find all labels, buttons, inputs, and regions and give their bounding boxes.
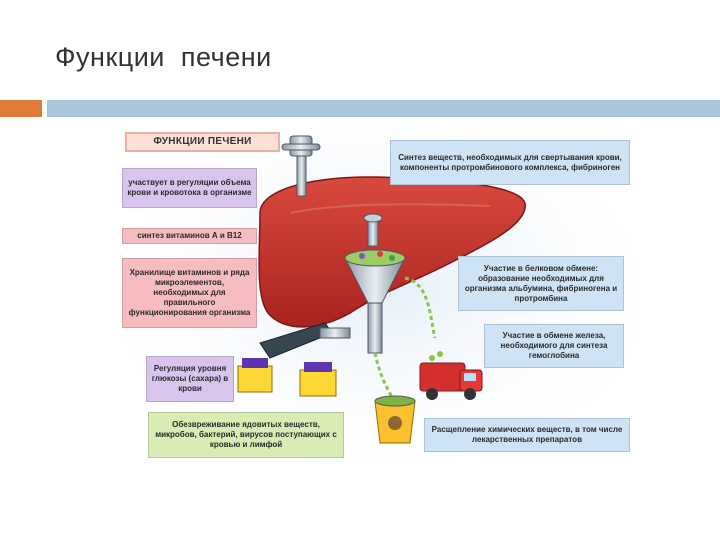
accent-bar-orange <box>0 100 42 117</box>
liver-illustration <box>120 123 640 468</box>
liver-functions-infographic: ФУНКЦИИ ПЕЧЕНИ участвует в регуляции объ… <box>110 118 640 468</box>
function-box-blood-clotting: Синтез веществ, необходимых для свертыва… <box>390 140 630 185</box>
function-box-detoxification: Обезвреживание ядовитых веществ, микробо… <box>148 412 344 458</box>
function-box-drug-breakdown: Расщепление химических веществ, в том чи… <box>424 418 630 452</box>
function-box-glucose-regulation: Регуляция уровня глюкозы (сахара) в кров… <box>146 356 234 402</box>
faucet-icon <box>281 135 321 197</box>
function-box-vitamin-storage: Хранилище витаминов и ряда микроэлементо… <box>122 258 257 328</box>
function-box-blood-regulation: участвует в регуляции объема крови и кро… <box>122 168 257 208</box>
function-box-iron-metabolism: Участие в обмене железа, необходимого дл… <box>484 324 624 368</box>
bucket-icon <box>374 395 416 444</box>
truck-icon <box>419 351 483 400</box>
accent-bar-blue <box>47 100 720 117</box>
battery-icon <box>237 358 337 397</box>
slide-title: Функции печени <box>55 42 272 72</box>
function-box-vitamin-synthesis: синтез витаминов А и В12 <box>122 228 257 244</box>
pipe-left <box>259 322 351 359</box>
function-box-protein-metabolism: Участие в белковом обмене: образование н… <box>458 256 624 311</box>
infographic-header: ФУНКЦИИ ПЕЧЕНИ <box>125 132 280 152</box>
